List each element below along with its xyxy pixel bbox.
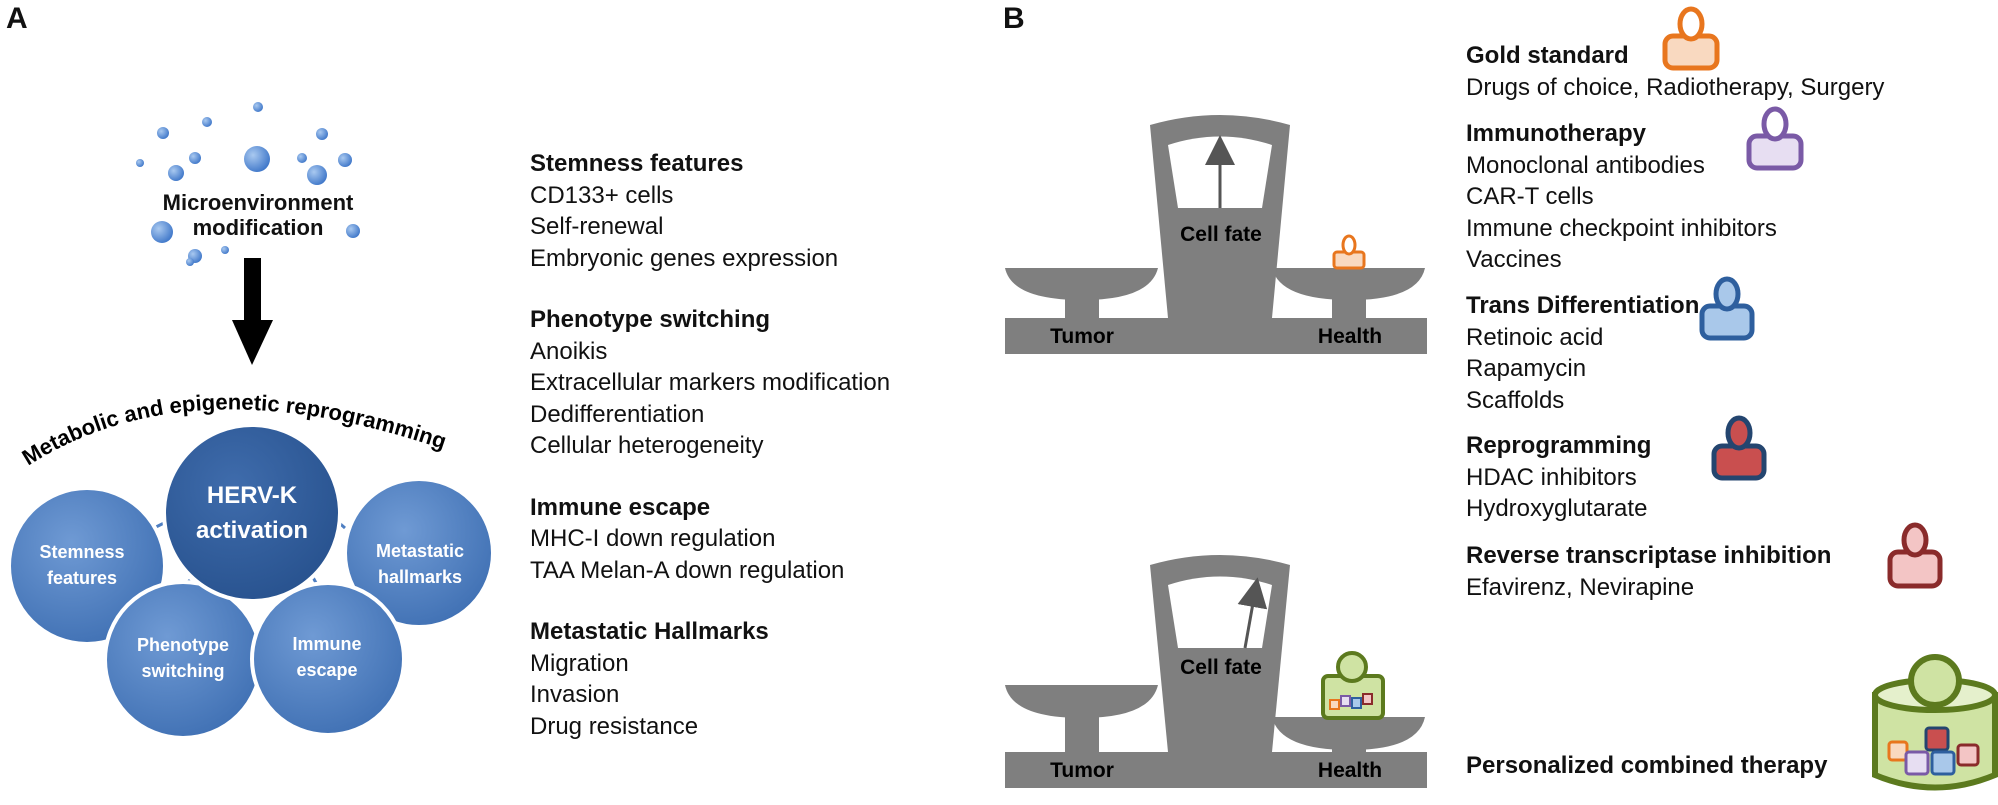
section-title: Immune escape (530, 493, 711, 521)
section-phenotype: Phenotype switching Anoikis Extracellula… (530, 304, 970, 462)
therapy-item: CAR-T cells (1466, 183, 1594, 210)
list-item: Dedifferentiation (530, 400, 705, 428)
metastatic-circle (343, 477, 495, 629)
immunotherapy-weight-icon (1746, 106, 1804, 171)
therapy-title: Gold standard (1466, 42, 1629, 69)
therapy-title: Immunotherapy (1466, 120, 1647, 147)
list-item: Embryonic genes expression (530, 244, 839, 272)
therapy-item: Efavirenz, Nevirapine (1466, 573, 1695, 601)
scale-top-health-label: Health (1318, 325, 1382, 348)
section-stemness: Stemness features CD133+ cells Self-rene… (530, 148, 970, 274)
list-item: Invasion (530, 681, 620, 708)
combined-therapy-jar-icon (1872, 654, 1998, 791)
immune-circle (250, 581, 406, 737)
therapy-item: HDAC inhibitors (1466, 463, 1637, 491)
combined-therapy-title: Personalized combined therapy (1466, 752, 1828, 779)
stemness-label-line1: Stemness (39, 542, 124, 562)
list-item: Anoikis (530, 337, 608, 365)
therapy-trans-differentiation: Trans Differentiation Retinoic acid Rapa… (1466, 290, 1699, 416)
therapy-gold-standard: Gold standard Drugs of choice, Radiother… (1466, 40, 1884, 103)
list-item: MHC-I down regulation (530, 525, 776, 552)
list-item: TAA Melan-A down regulation (530, 556, 845, 584)
microenvironment-label-line2: modification (192, 215, 324, 240)
gold-standard-weight-icon (1662, 6, 1720, 71)
therapy-title: Reverse transcriptase inhibition (1466, 542, 1832, 569)
scale-bottom-health-label: Health (1318, 759, 1382, 782)
herv-k-circle (162, 423, 342, 603)
therapy-title: Reprogramming (1466, 432, 1652, 459)
metastatic-label-line1: Metastatic (376, 541, 464, 561)
stemness-label-line2: features (47, 568, 117, 588)
list-item: Extracellular markers modification (530, 369, 891, 396)
panel-b-letter: B (1003, 2, 1025, 35)
list-item: Drug resistance (530, 712, 699, 740)
scale-bottom-tumor-label: Tumor (1050, 759, 1114, 782)
therapy-immunotherapy: Immunotherapy Monoclonal antibodies CAR-… (1466, 118, 1777, 276)
section-title: Phenotype switching (530, 306, 771, 333)
therapy-item: Drugs of choice, Radiotherapy, Surgery (1466, 73, 1885, 101)
list-item: Self-renewal (530, 213, 664, 240)
scale-bottom-dial-label: Cell fate (1180, 656, 1262, 679)
microenvironment-bubbles (136, 102, 360, 266)
therapy-reverse-transcriptase: Reverse transcriptase inhibition Efavire… (1466, 540, 1831, 603)
combined-therapy-label: Personalized combined therapy (1466, 750, 1827, 782)
therapy-item: Vaccines (1466, 246, 1562, 273)
therapy-item: Monoclonal antibodies (1466, 151, 1705, 179)
reprogramming-weight-icon (1711, 415, 1767, 481)
phenotype-label-line1: Phenotype (137, 635, 229, 655)
immune-label-line1: Immune (292, 634, 361, 654)
herv-k-label-line2: activation (196, 517, 308, 544)
scale-top-dial-label: Cell fate (1180, 223, 1262, 246)
immune-label-line2: escape (296, 660, 357, 680)
scale-top-tumor-label: Tumor (1050, 325, 1114, 348)
therapy-item: Retinoic acid (1466, 323, 1604, 351)
scale-bottom (1005, 555, 1427, 788)
metastatic-label-line2: hallmarks (378, 567, 462, 587)
therapy-item: Hydroxyglutarate (1466, 495, 1648, 522)
herv-k-label-line1: HERV-K (207, 482, 298, 509)
phenotype-label-line2: switching (141, 661, 224, 681)
section-metastatic: Metastatic Hallmarks Migration Invasion … (530, 616, 970, 742)
therapy-item: Rapamycin (1466, 355, 1587, 382)
microenvironment-label: Microenvironment modification (140, 190, 376, 240)
therapy-reprogramming: Reprogramming HDAC inhibitors Hydroxyglu… (1466, 430, 1651, 525)
panel-a-letter: A (6, 2, 28, 35)
panel-a-feature-list: Stemness features CD133+ cells Self-rene… (530, 148, 970, 742)
list-item: Cellular heterogeneity (530, 432, 764, 459)
trans-differentiation-weight-icon (1699, 276, 1755, 341)
therapy-item: Scaffolds (1466, 386, 1565, 414)
combined-therapy-jar-small (1321, 651, 1385, 720)
therapy-title: Trans Differentiation (1466, 292, 1700, 319)
section-title: Stemness features (530, 150, 744, 177)
microenvironment-label-line1: Microenvironment (162, 190, 354, 215)
scale-top (1005, 115, 1427, 354)
section-title: Metastatic Hallmarks (530, 618, 769, 645)
list-item: Migration (530, 649, 629, 677)
down-arrow-icon (232, 258, 273, 365)
section-immune: Immune escape MHC-I down regulation TAA … (530, 492, 970, 587)
phenotype-circle (103, 580, 263, 740)
reverse-transcriptase-weight-icon (1887, 522, 1943, 589)
list-item: CD133+ cells (530, 181, 674, 209)
therapy-item: Immune checkpoint inhibitors (1466, 214, 1777, 242)
